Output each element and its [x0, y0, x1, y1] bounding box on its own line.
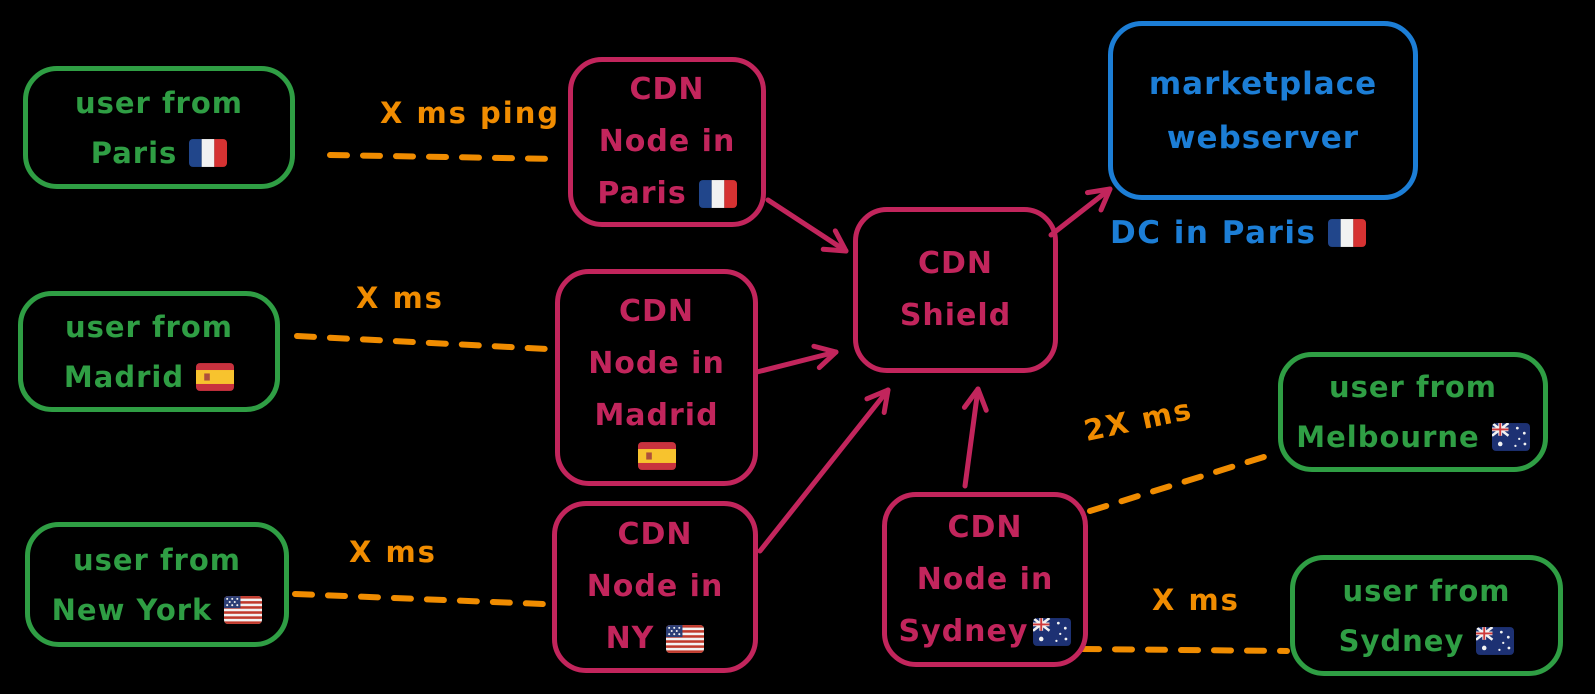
webserver-label-line2: webserver	[1166, 119, 1360, 156]
latency-label-paris: X ms ping	[380, 96, 561, 130]
user-paris-label-line1: user from	[74, 85, 244, 120]
cdn-sydney-label-line1: CDN	[947, 509, 1023, 545]
australia-flag-icon	[1491, 423, 1530, 451]
arrow-cdn-paris-to-shield	[765, 197, 849, 254]
arrow-cdn-sydney-to-shield	[961, 386, 989, 489]
cdn-ny-label-line3: NY	[606, 613, 705, 665]
user-new-york-label-line2: New York	[52, 585, 263, 635]
usa-flag-icon	[666, 625, 705, 653]
latency-line-melbourne	[1087, 453, 1270, 514]
cdn-sydney-label-line3: Sydney	[899, 606, 1072, 658]
cdn-node-madrid-box: CDN Node in Madrid	[555, 269, 758, 486]
cdn-node-ny-box: CDN Node in NY	[552, 501, 758, 673]
latency-line-new-york	[292, 591, 546, 607]
user-melbourne-box: user from Melbourne	[1278, 352, 1548, 472]
cdn-ny-label-line2: Node in	[586, 569, 724, 604]
latency-label-sydney: X ms	[1152, 583, 1240, 617]
cdn-ny-label-line1: CDN	[617, 517, 693, 552]
user-sydney-box: user from Sydney	[1290, 555, 1563, 676]
cdn-madrid-label-line2: Node in	[588, 345, 725, 381]
latency-line-madrid	[294, 333, 551, 352]
user-new-york-label-line1: user from	[72, 542, 242, 577]
cdn-paris-label-line1: CDN	[629, 72, 705, 107]
france-flag-icon	[1328, 219, 1367, 247]
cdn-madrid-flag-line	[637, 441, 676, 470]
latency-line-sydney	[1079, 646, 1290, 654]
france-flag-icon	[698, 180, 737, 208]
arrow-cdn-ny-to-shield	[757, 387, 891, 554]
cdn-sydney-label-line2: Node in	[916, 561, 1054, 597]
latency-label-new-york: X ms	[349, 535, 437, 569]
user-sydney-label-line2: Sydney	[1339, 616, 1515, 666]
webserver-label-line1: marketplace	[1148, 65, 1378, 102]
spain-flag-icon	[637, 441, 676, 470]
cdn-madrid-label-line1: CDN	[618, 293, 695, 329]
latency-line-paris	[327, 152, 563, 162]
user-new-york-box: user from New York	[25, 522, 289, 647]
cdn-shield-box: CDN Shield	[853, 207, 1058, 373]
user-melbourne-label-line2: Melbourne	[1296, 412, 1530, 462]
user-madrid-label-line2: Madrid	[64, 352, 235, 402]
cdn-paris-label-line3: Paris	[597, 168, 737, 220]
dc-location-label: DC in Paris	[1110, 215, 1367, 251]
marketplace-webserver-box: marketplace webserver	[1108, 21, 1418, 200]
usa-flag-icon	[224, 595, 263, 624]
user-paris-label-line2: Paris	[91, 128, 228, 178]
user-madrid-label-line1: user from	[64, 309, 234, 344]
australia-flag-icon	[1033, 617, 1072, 646]
latency-label-madrid: X ms	[356, 281, 444, 315]
arrow-cdn-madrid-to-shield	[754, 343, 839, 375]
cdn-shield-label-line1: CDN	[917, 246, 994, 281]
cdn-madrid-label-line3: Madrid	[594, 397, 719, 433]
cdn-node-paris-box: CDN Node in Paris	[568, 57, 766, 227]
arrow-shield-to-webserver	[1048, 186, 1113, 238]
user-melbourne-label-line1: user from	[1328, 370, 1498, 404]
user-madrid-box: user from Madrid	[18, 291, 280, 412]
spain-flag-icon	[196, 362, 235, 391]
user-sydney-label-line1: user from	[1342, 573, 1511, 608]
cdn-node-sydney-box: CDN Node in Sydney	[882, 492, 1088, 667]
australia-flag-icon	[1476, 626, 1515, 655]
france-flag-icon	[189, 138, 228, 167]
user-paris-box: user from Paris	[23, 66, 295, 189]
cdn-paris-label-line2: Node in	[598, 124, 736, 159]
cdn-shield-label-line2: Shield	[899, 298, 1012, 333]
